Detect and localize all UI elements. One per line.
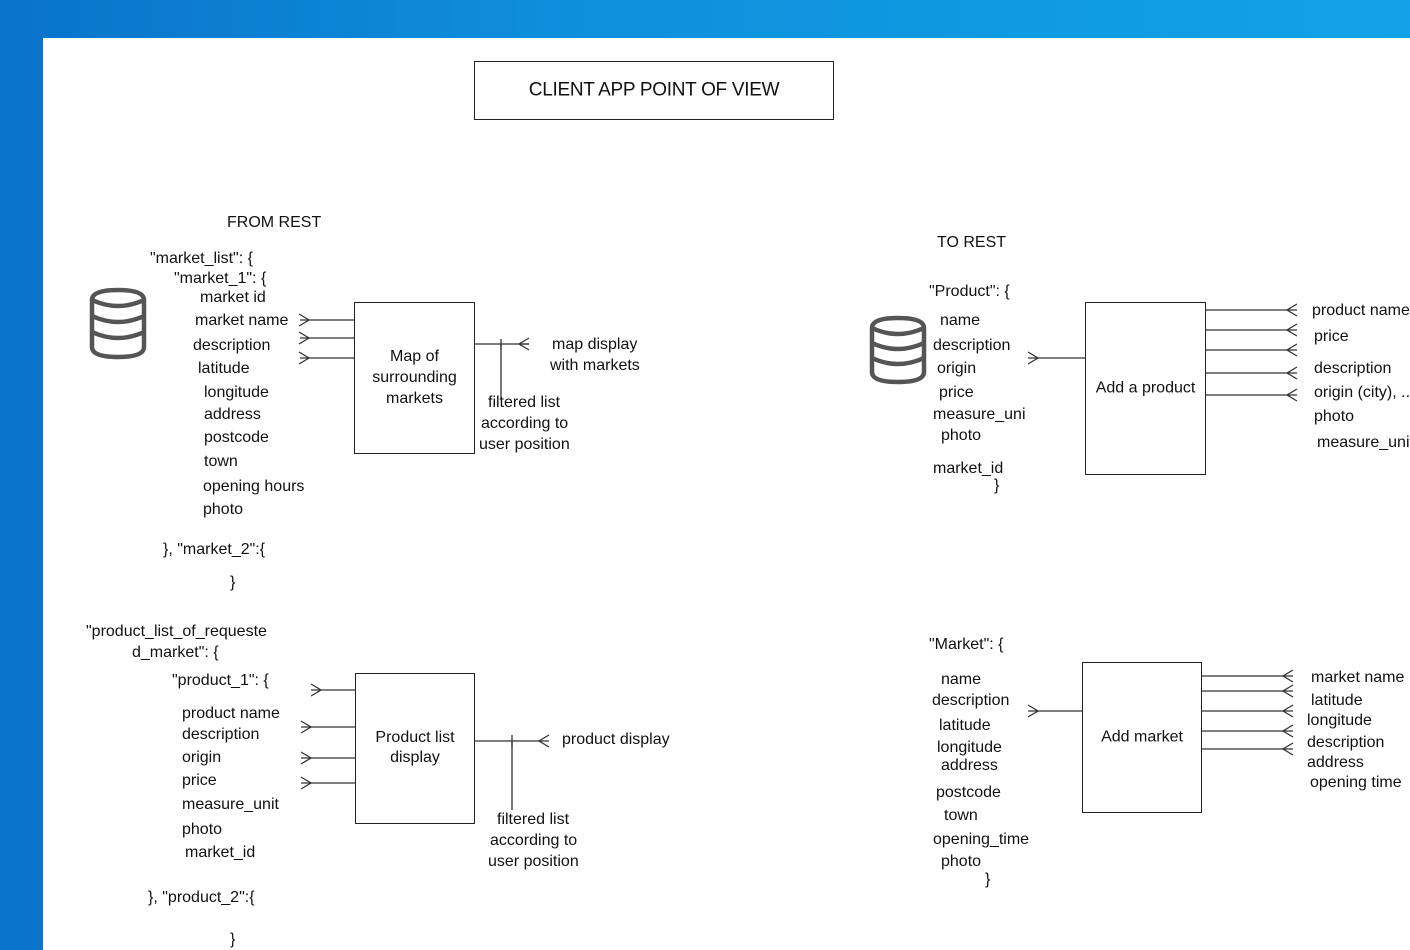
market-json-line: town xyxy=(204,453,238,470)
market-input-label: address xyxy=(1307,754,1364,771)
market-input-label: latitude xyxy=(1311,692,1363,709)
product-req-line: } xyxy=(994,477,1000,494)
product-json-line: }, "product_2":{ xyxy=(148,889,255,906)
add-market-input xyxy=(1027,704,1082,718)
market-input-label: longitude xyxy=(1307,712,1372,729)
market-input-label: market name xyxy=(1311,669,1405,686)
market-json-line: }, "market_2":{ xyxy=(163,541,266,558)
map-box-line: surrounding xyxy=(372,368,457,386)
market-req-line: latitude xyxy=(939,717,991,734)
product-req-line: "Product": { xyxy=(929,283,1010,300)
market-req-line: photo xyxy=(941,853,982,870)
title-text: CLIENT APP POINT OF VIEW xyxy=(528,79,780,101)
market-input-label: description xyxy=(1307,734,1385,751)
market-req-line: name xyxy=(941,671,982,688)
market-json-line: market id xyxy=(200,289,266,306)
map-box-line: markets xyxy=(386,389,443,407)
market-json-line: } xyxy=(230,574,236,591)
market-json-line: latitude xyxy=(198,360,250,377)
product-req-line: measure_uni xyxy=(933,406,1026,423)
product-input-arrows xyxy=(300,683,355,790)
market-req-line: } xyxy=(985,871,991,888)
add-product-label: Add a product xyxy=(1095,379,1196,397)
product-json-line: description xyxy=(182,726,260,743)
market-json-line: longitude xyxy=(204,384,269,401)
add-product-output-arrows xyxy=(1206,303,1298,402)
add-market-output-arrows xyxy=(1202,669,1294,756)
market-json-line: description xyxy=(193,337,271,354)
add-product-box: Add a product xyxy=(1085,302,1206,475)
market-json-line: market name xyxy=(195,312,289,329)
map-filter-line: user position xyxy=(479,436,570,453)
market-req-line: town xyxy=(944,807,978,824)
market-json-line: address xyxy=(204,406,261,423)
product-input-label: measure_unit xyxy=(1317,434,1410,451)
title-box: CLIENT APP POINT OF VIEW xyxy=(474,61,834,120)
product-json-line: "product_list_of_requeste xyxy=(86,623,267,640)
map-box-line: Map of xyxy=(390,347,439,365)
product-json-line: } xyxy=(230,931,236,948)
product-filter-line: user position xyxy=(488,853,579,870)
product-input-label: photo xyxy=(1314,408,1355,425)
product-input-label: product name xyxy=(1312,302,1410,319)
product-filter-line: filtered list xyxy=(497,811,570,828)
add-market-label: Add market xyxy=(1101,728,1183,746)
product-input-label: description xyxy=(1314,360,1392,377)
add-market-box: Add market xyxy=(1082,662,1202,813)
product-json-line: origin xyxy=(182,749,222,766)
map-output-line: map display xyxy=(552,336,638,353)
product-req-line: description xyxy=(933,337,1011,354)
market-input-label: opening time xyxy=(1310,774,1402,791)
market-json-line: opening hours xyxy=(203,478,305,495)
market-req-line: longitude xyxy=(937,739,1002,756)
diagram-canvas: CLIENT APP POINT OF VIEW FROM REST "mark… xyxy=(43,38,1410,950)
product-req-line: market_id xyxy=(933,460,1004,477)
map-output-line: with markets xyxy=(550,357,640,374)
product-req-line: price xyxy=(939,384,974,401)
product-json-line: price xyxy=(182,772,217,789)
product-req-line: origin xyxy=(937,360,977,377)
map-filter-line: according to xyxy=(481,415,569,432)
product-output-label: product display xyxy=(562,731,670,748)
market-req-line: postcode xyxy=(936,784,1001,801)
product-list-display-box: Product list display xyxy=(355,673,475,824)
add-product-input xyxy=(1027,351,1085,365)
map-output-connector xyxy=(475,337,530,400)
product-json-line: d_market": { xyxy=(132,644,219,661)
connector-lines xyxy=(89,287,1298,810)
market-json-line: "market_list": { xyxy=(150,250,253,267)
market-json-line: photo xyxy=(203,501,244,518)
from-rest-heading: FROM REST xyxy=(227,214,322,231)
market-json-line: "market_1": { xyxy=(174,270,267,287)
map-filter-line: filtered list xyxy=(488,394,561,411)
product-output-connector xyxy=(475,734,550,810)
product-json-line: product name xyxy=(182,705,280,722)
product-input-label: origin (city), ... xyxy=(1314,384,1410,401)
product-json-line: measure_unit xyxy=(182,796,279,813)
product-box-line: Product list xyxy=(375,728,455,746)
product-box-line: display xyxy=(390,749,440,767)
map-of-markets-box: Map of surrounding markets xyxy=(354,302,475,454)
database-icon xyxy=(89,287,147,360)
market-req-line: description xyxy=(932,692,1010,709)
product-req-line: photo xyxy=(941,427,982,444)
product-req-line: name xyxy=(940,312,981,329)
product-filter-line: according to xyxy=(490,832,578,849)
market-req-line: address xyxy=(941,757,998,774)
market-json-line: postcode xyxy=(204,429,269,446)
market-req-line: opening_time xyxy=(933,831,1030,848)
product-json-line: "product_1": { xyxy=(172,672,269,689)
product-json-line: photo xyxy=(182,821,223,838)
product-json-line: market_id xyxy=(185,844,256,861)
market-req-line: "Market": { xyxy=(929,636,1004,653)
product-input-label: price xyxy=(1314,328,1349,345)
map-input-arrows xyxy=(298,313,354,365)
database-icon xyxy=(869,315,927,385)
to-rest-heading: TO REST xyxy=(937,234,1007,251)
